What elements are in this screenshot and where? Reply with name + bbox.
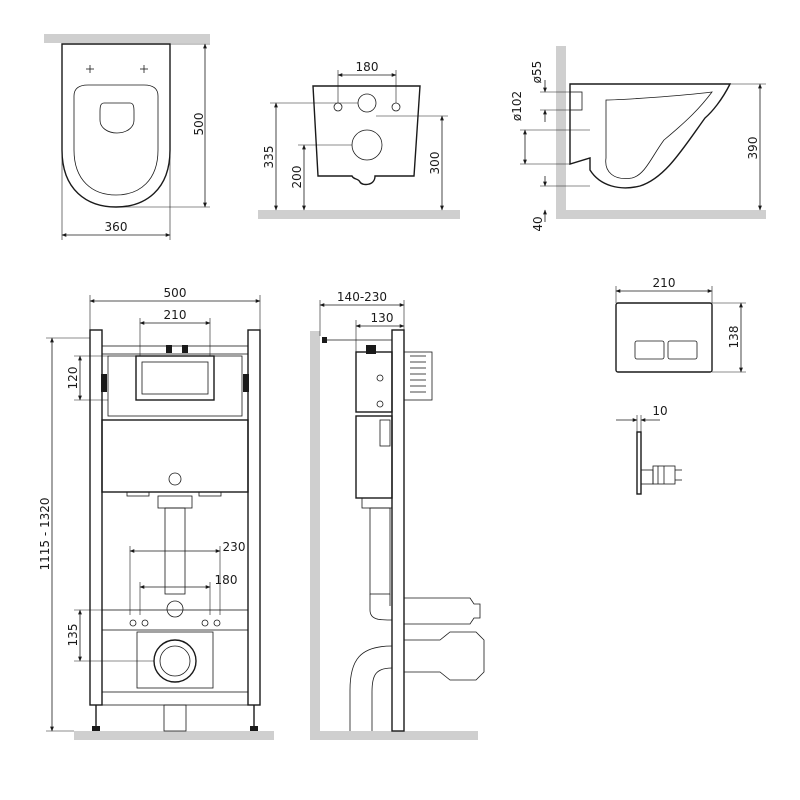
bolt-hole-right <box>391 102 401 112</box>
outlet-hole <box>351 129 383 161</box>
dimension-label-depth-range: 140-230 <box>337 290 387 304</box>
bolt-hole-left <box>333 102 343 112</box>
floor-hatch <box>310 731 478 740</box>
dimension-label-outlet-height: 200 <box>290 166 304 189</box>
frame-clip-right <box>243 374 249 392</box>
cistern-side-upper <box>355 351 393 413</box>
bowl-drain <box>99 102 135 134</box>
dimension-label-depth: 130 <box>371 311 394 325</box>
waste-pipe-bend <box>349 645 393 731</box>
bolt-rail <box>101 609 249 631</box>
floor-hatch <box>556 210 766 219</box>
wall-hatch <box>310 331 320 733</box>
dimension-label-plate-width: 210 <box>653 276 676 290</box>
dimension-label-cistern-width: 210 <box>164 308 187 322</box>
dimension-label-plate-height: 138 <box>727 326 741 349</box>
frame-clip-left <box>101 374 107 392</box>
flush-button-left <box>634 340 665 360</box>
bowl-outline <box>61 43 171 208</box>
cistern-body <box>101 419 249 493</box>
cistern-tab-right <box>198 491 222 497</box>
waste-pipe <box>163 704 187 732</box>
flush-pipe-bend <box>369 594 392 621</box>
frame-top-rail <box>101 345 249 355</box>
frame-front-view: 500 210 120 1115 - 1320 230 180 135 <box>38 286 274 740</box>
wall-hatch <box>44 34 210 43</box>
flush-pipe-outlet <box>166 600 184 618</box>
cistern-logo <box>168 472 182 486</box>
frame-upright-left <box>89 329 103 706</box>
bowl-top-view: 500 360 <box>44 34 210 240</box>
waste-connector <box>403 631 485 681</box>
floor-hatch <box>74 731 274 740</box>
frame-side-view: 140-230 130 <box>310 290 485 740</box>
waste-bracket <box>136 631 214 689</box>
bowl-side-outline <box>569 83 732 189</box>
frame-side-upright <box>391 329 405 732</box>
bowl-front-outline <box>312 85 421 186</box>
dimension-label-bolt-spacing: 180 <box>356 60 379 74</box>
flush-plate-view: 210 138 10 <box>615 276 746 495</box>
floor-hatch <box>258 210 460 219</box>
cistern-opening <box>135 355 215 401</box>
frame-bottom-bar <box>101 691 249 706</box>
dimension-label-frame-width: 500 <box>164 286 187 300</box>
waste-outlet-inner <box>159 645 191 677</box>
flush-button-right <box>667 340 698 360</box>
dimension-label-inlet-height: 300 <box>428 152 442 175</box>
dimension-label-pipe-large: ø102 <box>510 91 524 121</box>
mounting-hole-left <box>86 65 94 73</box>
bowl-side-view: ø55 ø102 40 390 <box>510 46 766 232</box>
dimension-label-bolt-outer: 230 <box>223 540 246 554</box>
dimension-label-depth: 500 <box>192 113 206 136</box>
inlet-hole <box>357 93 377 113</box>
flush-pipe-side <box>369 507 391 595</box>
dimension-label-floor-gap: 40 <box>531 216 545 231</box>
cistern-valve-right <box>182 345 188 353</box>
dimension-label-plate-thickness: 10 <box>652 404 667 418</box>
flush-plate-profile <box>636 431 642 495</box>
mounting-hole-right <box>140 65 148 73</box>
bowl-inner-curve <box>605 91 713 179</box>
leg-foot-left <box>92 726 100 731</box>
inlet-pipe <box>569 91 583 111</box>
frame-upright-right <box>247 329 261 706</box>
dimension-label-outlet-height: 135 <box>66 624 80 647</box>
leg-foot-right <box>250 726 258 731</box>
dimension-label-bolt-inner: 180 <box>215 573 238 587</box>
dimension-label-pipe-small: ø55 <box>530 61 544 84</box>
dimension-label-total-height: 1115 - 1320 <box>38 497 52 570</box>
dimension-label-top-offset: 120 <box>66 367 80 390</box>
supply-pipe <box>403 597 481 625</box>
cistern-upper <box>107 355 243 417</box>
cistern-opening-inner <box>141 361 209 395</box>
bowl-rim <box>73 84 159 196</box>
dimension-label-bolt-height: 335 <box>262 146 276 169</box>
cistern-side-body <box>355 415 393 499</box>
cistern-valve-left <box>166 345 172 353</box>
flush-pipe-collar <box>157 495 193 509</box>
dimension-label-height: 390 <box>746 137 760 160</box>
wall-connector <box>403 351 433 401</box>
bowl-front-view: 180 335 200 300 <box>258 60 460 219</box>
flush-plate-outline <box>615 302 713 373</box>
cistern-tab-left <box>126 491 150 497</box>
dimension-label-width: 360 <box>105 220 128 234</box>
wall-hatch <box>556 46 566 210</box>
